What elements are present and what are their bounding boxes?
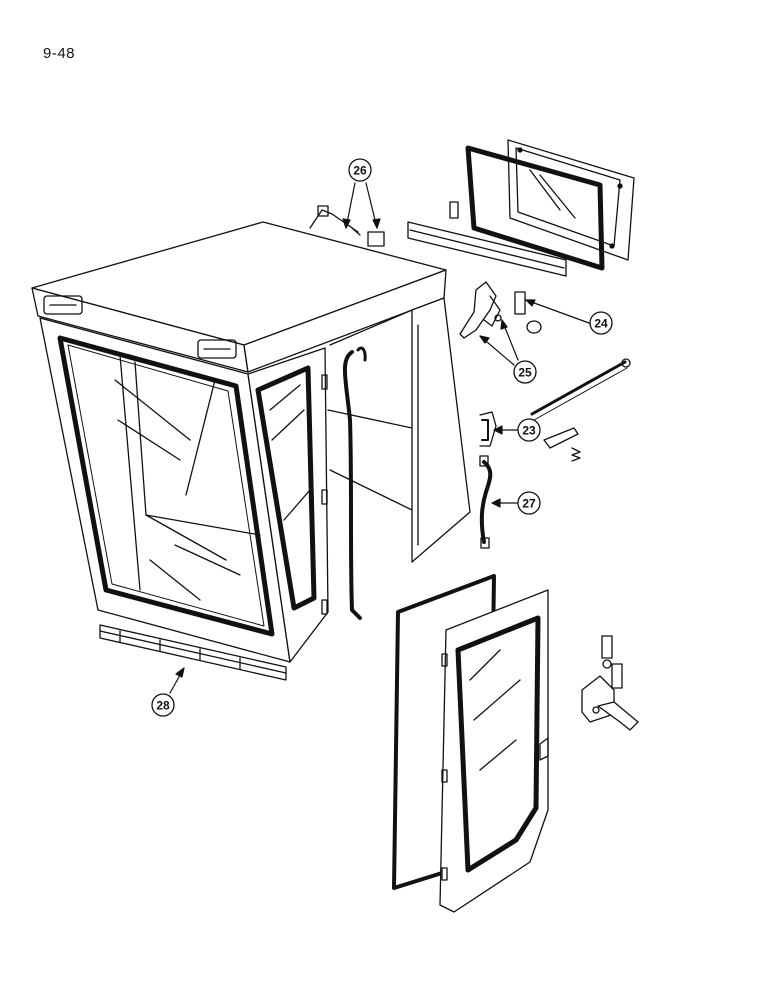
cab-door xyxy=(439,589,549,913)
support-rod xyxy=(530,358,631,421)
callout-24: 24 xyxy=(589,311,613,335)
callout-28: 28 xyxy=(151,693,175,717)
svg-text:24: 24 xyxy=(594,317,608,331)
door-latch-assembly xyxy=(581,635,639,731)
leader-lines xyxy=(169,182,590,694)
svg-text:28: 28 xyxy=(156,699,170,713)
seal-strip xyxy=(342,350,362,620)
window-latch-hardware xyxy=(459,281,542,339)
callout-25: 25 xyxy=(513,360,537,384)
rear-window-assembly xyxy=(407,139,635,277)
cab-roof xyxy=(31,221,447,373)
door-handle xyxy=(479,411,581,462)
svg-text:27: 27 xyxy=(522,497,536,511)
callout-23: 23 xyxy=(517,418,541,442)
svg-text:25: 25 xyxy=(518,366,532,380)
callout-27: 27 xyxy=(517,491,541,515)
svg-text:23: 23 xyxy=(522,424,536,438)
cab-body xyxy=(39,297,471,663)
page-number: 9-48 xyxy=(43,45,76,62)
grab-bar xyxy=(479,460,493,544)
svg-text:26: 26 xyxy=(353,164,367,178)
sill-plate xyxy=(99,624,287,681)
callout-26: 26 xyxy=(348,158,372,182)
